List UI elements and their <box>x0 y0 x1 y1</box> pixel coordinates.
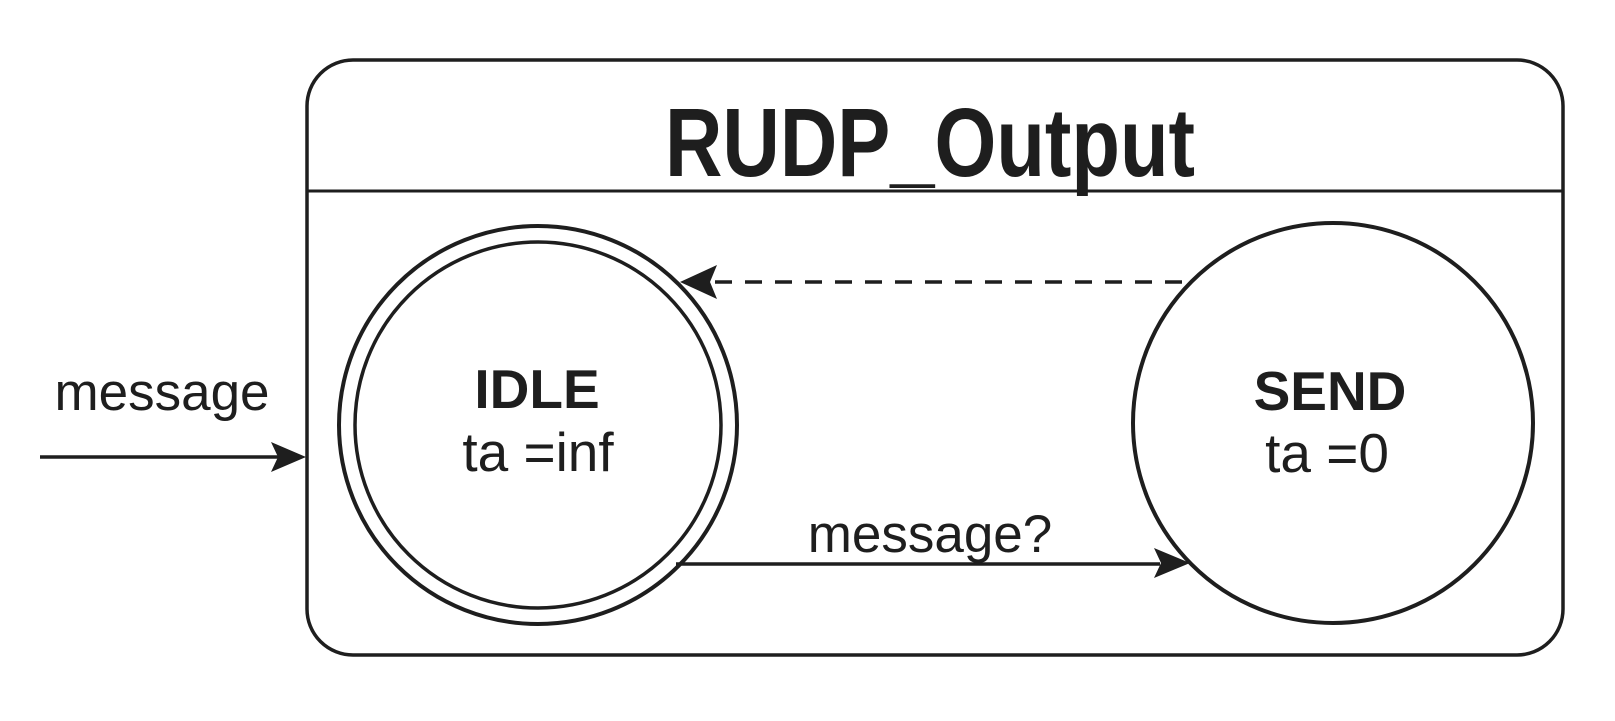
state-idle: IDLE ta =inf <box>337 224 739 626</box>
model-title: RUDP_Output <box>665 88 1195 197</box>
transition-label-message: message? <box>808 505 1053 564</box>
state-idle-ta: ta =inf <box>462 421 614 483</box>
transition-idle-to-send: message? <box>676 505 1190 578</box>
model-frame <box>305 58 1565 657</box>
transition-send-to-idle <box>680 265 1192 299</box>
state-send: SEND ta =0 <box>1131 221 1535 625</box>
model-container: RUDP_Output <box>305 58 1565 657</box>
transition-dashed-arrowhead-icon <box>680 265 717 299</box>
input-arrowhead-icon <box>271 442 306 472</box>
state-send-circle <box>1131 221 1535 625</box>
state-idle-inner-circle <box>353 240 723 610</box>
input-port-message: message <box>40 363 306 472</box>
state-idle-name: IDLE <box>474 358 599 420</box>
transition-solid-arrowhead-icon <box>1154 548 1190 578</box>
state-send-ta: ta =0 <box>1265 422 1389 484</box>
state-idle-outer-circle <box>337 224 739 626</box>
state-send-name: SEND <box>1254 360 1407 422</box>
input-label: message <box>54 363 269 422</box>
